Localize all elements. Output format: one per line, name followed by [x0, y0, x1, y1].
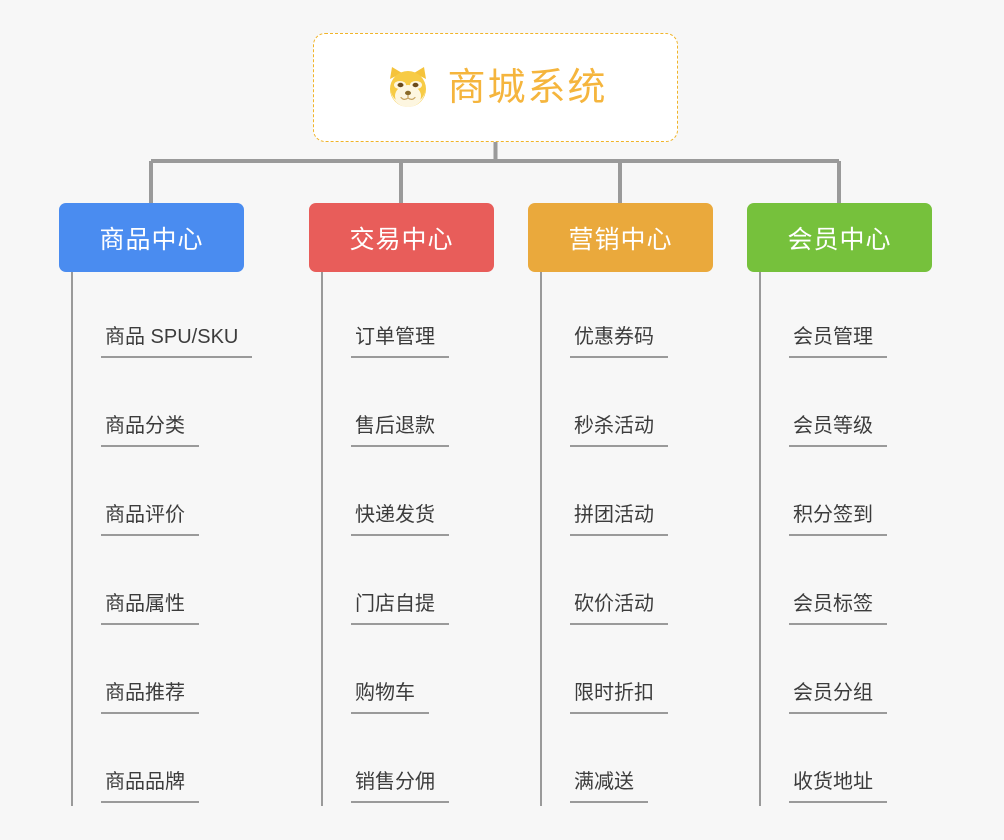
- leaf-item[interactable]: 商品 SPU/SKU: [71, 272, 253, 361]
- leaf-item[interactable]: 收货地址: [759, 717, 932, 806]
- leaf-item[interactable]: 砍价活动: [540, 539, 713, 628]
- leaf-label: 售后退款: [351, 415, 449, 447]
- branch-trunk-3: [759, 272, 761, 806]
- leaf-label: 商品属性: [101, 593, 199, 625]
- branch-header-3[interactable]: 会员中心: [747, 203, 932, 272]
- leaf-label: 会员等级: [789, 415, 887, 447]
- leaf-label: 商品品牌: [101, 771, 199, 803]
- leaf-item[interactable]: 会员等级: [759, 361, 932, 450]
- leaf-label: 积分签到: [789, 504, 887, 536]
- leaf-label: 商品 SPU/SKU: [101, 326, 253, 358]
- branch-trunk-1: [321, 272, 323, 806]
- leaf-label: 商品推荐: [101, 682, 199, 714]
- leaf-label: 优惠券码: [570, 326, 668, 358]
- leaf-item[interactable]: 积分签到: [759, 450, 932, 539]
- leaf-item[interactable]: 订单管理: [321, 272, 494, 361]
- branch-header-0[interactable]: 商品中心: [59, 203, 244, 272]
- branch-trunk-2: [540, 272, 542, 806]
- leaf-label: 限时折扣: [570, 682, 668, 714]
- branch-children-1: 订单管理 售后退款 快递发货 门店自提 购物车 销售分佣: [309, 272, 494, 806]
- leaf-label: 购物车: [351, 682, 429, 714]
- leaf-item[interactable]: 销售分佣: [321, 717, 494, 806]
- leaf-label: 会员分组: [789, 682, 887, 714]
- leaf-label: 门店自提: [351, 593, 449, 625]
- leaf-item[interactable]: 商品分类: [71, 361, 244, 450]
- leaf-item[interactable]: 满减送: [540, 717, 713, 806]
- leaf-item[interactable]: 会员分组: [759, 628, 932, 717]
- leaf-item[interactable]: 限时折扣: [540, 628, 713, 717]
- root-node[interactable]: 商城系统: [313, 33, 678, 142]
- leaf-label: 会员管理: [789, 326, 887, 358]
- leaf-label: 销售分佣: [351, 771, 449, 803]
- branch-header-1[interactable]: 交易中心: [309, 203, 494, 272]
- branch-营销中心: 营销中心 优惠券码 秒杀活动 拼团活动 砍价活动 限时折扣 满减送: [528, 203, 713, 806]
- leaf-item[interactable]: 秒杀活动: [540, 361, 713, 450]
- branch-children-0: 商品 SPU/SKU 商品分类 商品评价 商品属性 商品推荐 商品品牌: [59, 272, 253, 806]
- root-title: 商城系统: [447, 66, 608, 109]
- branch-header-2[interactable]: 营销中心: [528, 203, 713, 272]
- leaf-item[interactable]: 门店自提: [321, 539, 494, 628]
- branch-trunk-0: [71, 272, 73, 806]
- branch-商品中心: 商品中心 商品 SPU/SKU 商品分类 商品评价 商品属性 商品推荐 商品品牌: [59, 203, 253, 806]
- branch-交易中心: 交易中心 订单管理 售后退款 快递发货 门店自提 购物车 销售分佣: [309, 203, 494, 806]
- leaf-item[interactable]: 售后退款: [321, 361, 494, 450]
- branch-header-label-3: 会员中心: [787, 225, 892, 254]
- branch-header-label-2: 营销中心: [568, 225, 673, 254]
- leaf-label: 订单管理: [351, 326, 449, 358]
- leaf-item[interactable]: 会员标签: [759, 539, 932, 628]
- leaf-label: 收货地址: [789, 771, 887, 803]
- branch-会员中心: 会员中心 会员管理 会员等级 积分签到 会员标签 会员分组 收货地址: [747, 203, 932, 806]
- leaf-label: 会员标签: [789, 593, 887, 625]
- leaf-label: 商品评价: [101, 504, 199, 536]
- branch-children-3: 会员管理 会员等级 积分签到 会员标签 会员分组 收货地址: [747, 272, 932, 806]
- leaf-label: 拼团活动: [570, 504, 668, 536]
- leaf-label: 秒杀活动: [570, 415, 668, 447]
- leaf-item[interactable]: 商品评价: [71, 450, 244, 539]
- branch-header-label-0: 商品中心: [99, 225, 204, 254]
- shiba-dog-face-icon: [383, 63, 433, 113]
- leaf-item[interactable]: 优惠券码: [540, 272, 713, 361]
- leaf-item[interactable]: 购物车: [321, 628, 494, 717]
- leaf-item[interactable]: 拼团活动: [540, 450, 713, 539]
- leaf-item[interactable]: 商品推荐: [71, 628, 244, 717]
- leaf-label: 满减送: [570, 771, 648, 803]
- leaf-item[interactable]: 快递发货: [321, 450, 494, 539]
- branch-header-label-1: 交易中心: [349, 225, 454, 254]
- leaf-item[interactable]: 商品品牌: [71, 717, 244, 806]
- leaf-item[interactable]: 会员管理: [759, 272, 932, 361]
- leaf-label: 快递发货: [351, 504, 449, 536]
- branch-children-2: 优惠券码 秒杀活动 拼团活动 砍价活动 限时折扣 满减送: [528, 272, 713, 806]
- leaf-label: 砍价活动: [570, 593, 668, 625]
- leaf-label: 商品分类: [101, 415, 199, 447]
- leaf-item[interactable]: 商品属性: [71, 539, 244, 628]
